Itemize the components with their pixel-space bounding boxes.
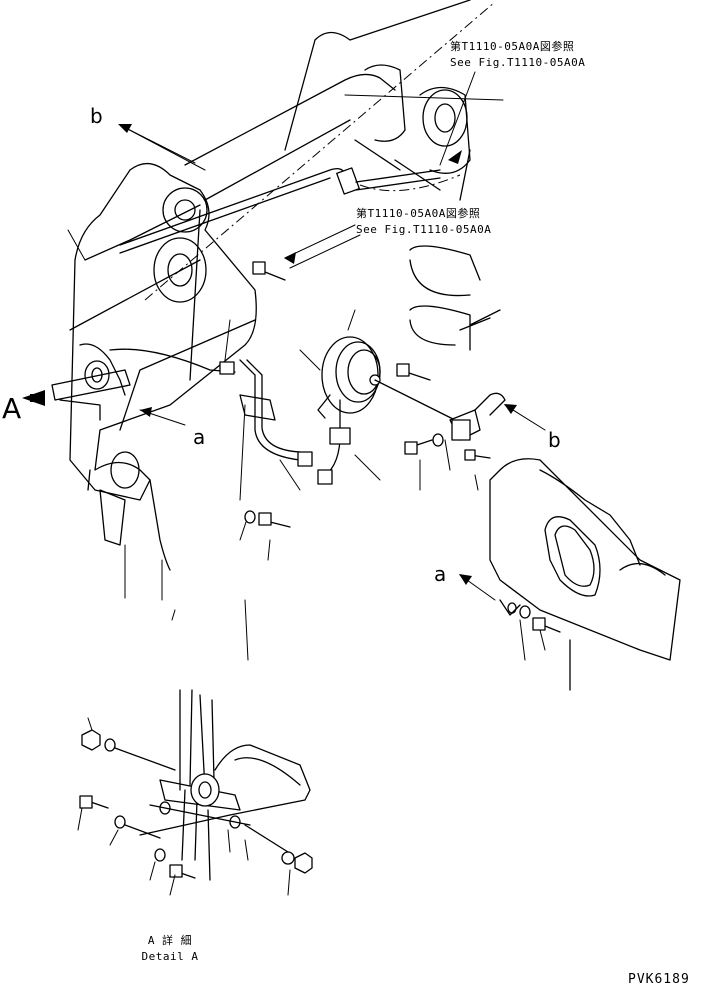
hose-upper (119, 167, 461, 254)
boom-center-line (144, 1, 496, 301)
drawing-code: PVK6189 (628, 972, 690, 987)
reference-note-en-1: See Fig.T1110-05A0A (450, 56, 586, 69)
reference-note-jp-1: 第T1110-05A0A図参照 (450, 40, 575, 53)
fasteners-lower (244, 510, 561, 633)
view-label-a: A (2, 392, 22, 425)
detail-a-view (77, 689, 313, 896)
lower-pipes (124, 544, 249, 661)
bracket-frame (69, 163, 257, 571)
clip-bracket (449, 392, 506, 441)
direction-arrows (22, 124, 546, 601)
harness-right (239, 359, 313, 467)
boom-arm (184, 0, 501, 351)
detail-caption-en: Detail A (141, 950, 199, 963)
reference-note-en-2: See Fig.T1110-05A0A (356, 223, 492, 236)
arrow-label-a-mid: a (193, 425, 206, 449)
horn-assembly (317, 336, 456, 485)
fasteners-horn (252, 261, 491, 461)
arrow-label-a-right: a (434, 562, 447, 586)
arrow-label-b-right: b (548, 428, 561, 452)
leader-lines (67, 71, 546, 661)
reference-note-jp-2: 第T1110-05A0A図参照 (356, 207, 481, 220)
cover-plate (489, 458, 681, 691)
harness-left (51, 343, 236, 421)
detail-caption-jp: A 詳 細 (147, 934, 193, 947)
arrow-label-b-top: b (90, 104, 103, 128)
